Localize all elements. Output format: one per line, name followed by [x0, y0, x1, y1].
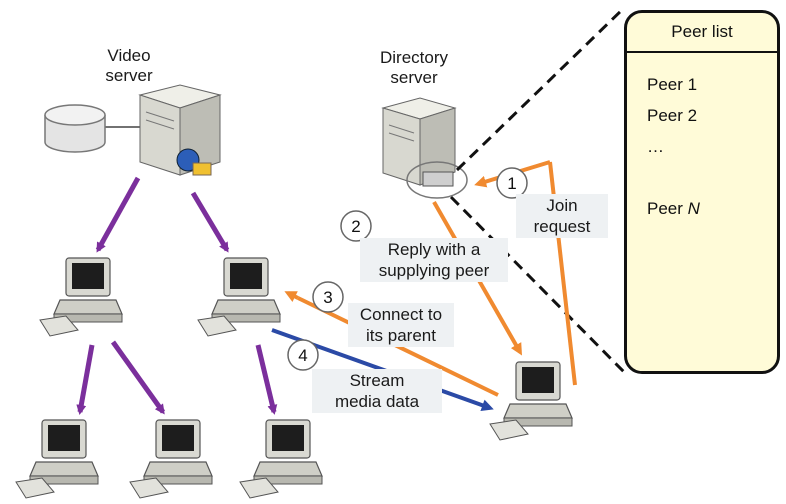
peer-pc-3-icon [15, 419, 99, 499]
svg-text:3: 3 [323, 288, 332, 307]
peer-list-item: Peer 1 [647, 75, 698, 94]
zoom-lines [449, 6, 626, 374]
peer-pc-2-icon [197, 257, 281, 337]
peer-pc-1-icon [39, 257, 123, 337]
step-4-badge: 4 [287, 339, 319, 371]
peer-list-item-last: Peer N [647, 199, 700, 218]
svg-text:2: 2 [351, 217, 360, 236]
distribution-arrows [76, 176, 278, 415]
svg-text:1: 1 [507, 174, 516, 193]
peer-list-item: Peer 2 [647, 106, 698, 125]
peer-list-title: Peer list [627, 13, 777, 53]
directory-server-icon [381, 97, 468, 199]
video-server-icon [138, 84, 222, 176]
step-1-badge: 1 [496, 167, 528, 199]
step-2-badge: 2 [340, 210, 372, 242]
peer-list-panel: Peer list Peer 1 Peer 2 … Peer N [624, 10, 780, 374]
svg-text:4: 4 [298, 346, 307, 365]
step-3-badge: 3 [312, 281, 344, 313]
new-peer-pc-icon [489, 361, 573, 441]
database-icon [44, 104, 148, 153]
peer-pc-5-icon [239, 419, 323, 499]
peer-pc-4-icon [129, 419, 213, 499]
peer-list-item: … [647, 137, 664, 156]
